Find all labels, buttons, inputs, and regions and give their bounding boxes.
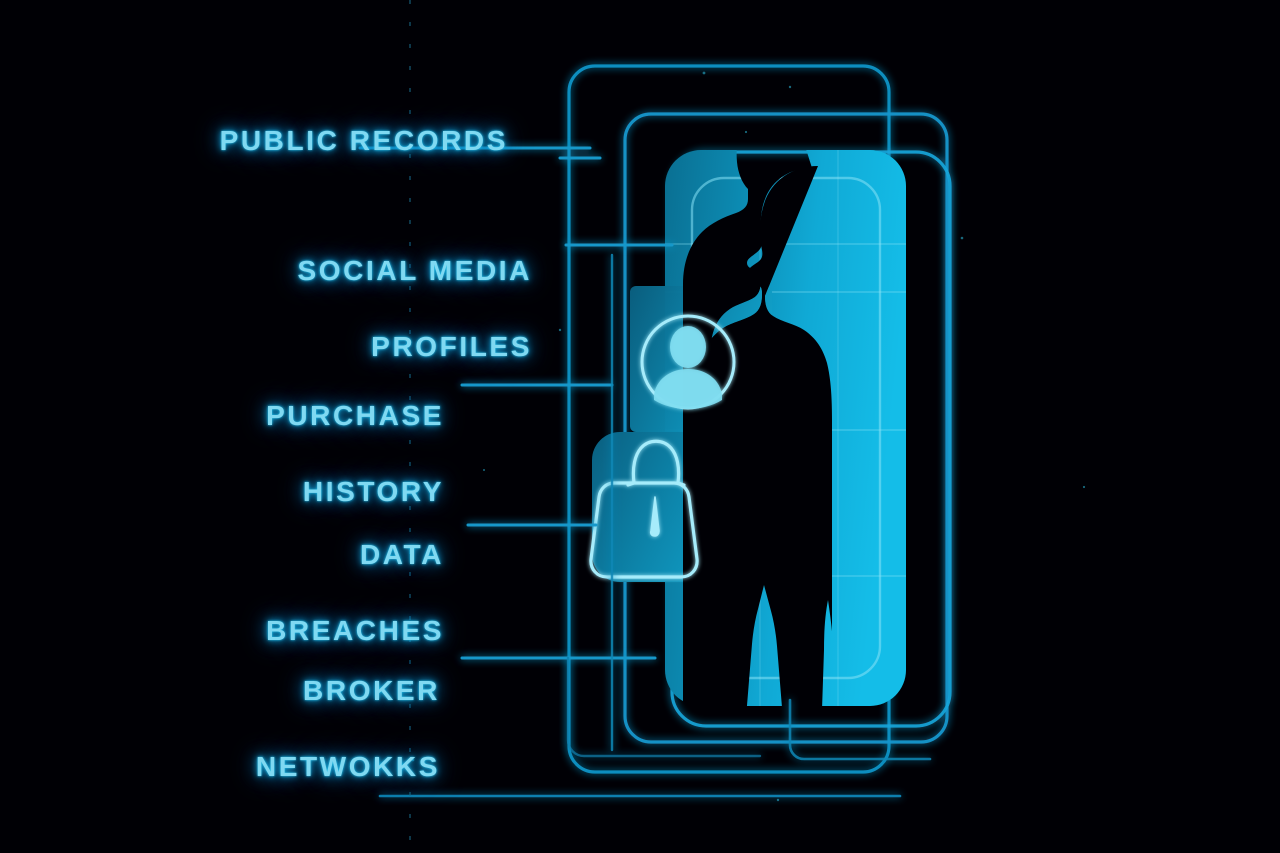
shopping-bag-icon bbox=[589, 439, 699, 579]
particles bbox=[411, 71, 1086, 802]
user-profile-icon bbox=[640, 314, 736, 410]
card-icon-panel bbox=[592, 432, 772, 582]
card-middle bbox=[623, 112, 949, 744]
